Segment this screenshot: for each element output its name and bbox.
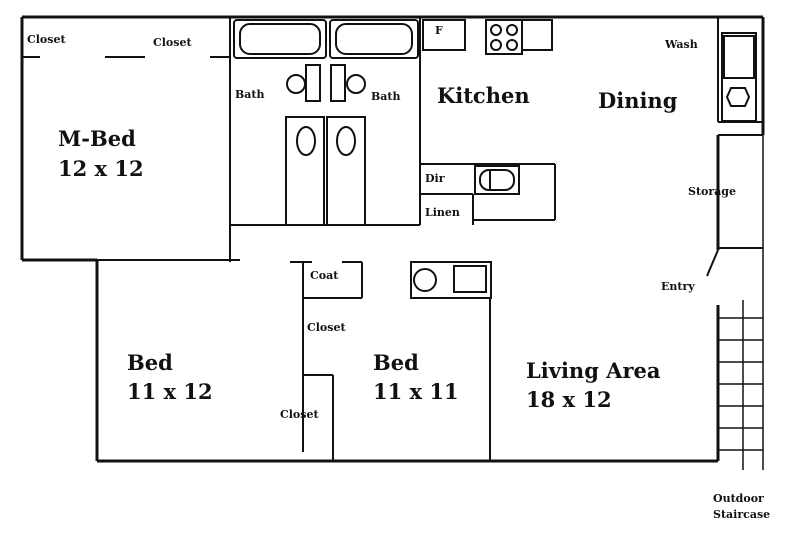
dining-label: Dining <box>598 88 678 113</box>
bathtub-left <box>233 19 327 59</box>
toilet-left <box>286 64 321 102</box>
closet-label: Closet <box>307 321 346 334</box>
fridge-label: F <box>435 24 443 37</box>
master-bed-size: 12 x 12 <box>58 156 144 181</box>
left-bed-size: 11 x 12 <box>127 379 213 404</box>
staircase-label: Outdoor <box>713 492 764 505</box>
wash-label: Wash <box>664 38 698 51</box>
master-bed-name: M-Bed <box>58 126 136 151</box>
left-bed-name: Bed <box>127 350 173 375</box>
bath-label: Bath <box>235 88 265 101</box>
stove <box>485 19 553 55</box>
closet-label: Closet <box>153 36 192 49</box>
toilet-right <box>330 64 366 102</box>
bathtub-right <box>329 19 419 59</box>
refrigerator <box>422 19 466 51</box>
kitchen-sink <box>474 165 520 195</box>
vanity-right <box>326 116 366 226</box>
bath-label: Bath <box>371 90 401 103</box>
entry-label: Entry <box>661 280 695 293</box>
water-heater <box>410 261 492 299</box>
coat-label: Coat <box>310 269 339 282</box>
center-bed-name: Bed <box>373 350 419 375</box>
outdoor-staircase <box>718 135 764 470</box>
interior-walls <box>22 17 763 461</box>
washer-dryer <box>721 32 757 122</box>
linen-label: Linen <box>425 206 460 219</box>
center-bed-size: 11 x 11 <box>373 379 459 404</box>
dishwasher-label: Dir <box>425 172 445 185</box>
living-area-name: Living Area <box>526 358 661 383</box>
closet-label: Closet <box>27 33 66 46</box>
living-area-size: 18 x 12 <box>526 387 612 412</box>
kitchen-label: Kitchen <box>437 83 530 108</box>
storage-label: Storage <box>688 185 736 198</box>
closet-label: Closet <box>280 408 319 421</box>
staircase-label: Staircase <box>713 508 770 521</box>
vanity-left <box>285 116 325 226</box>
